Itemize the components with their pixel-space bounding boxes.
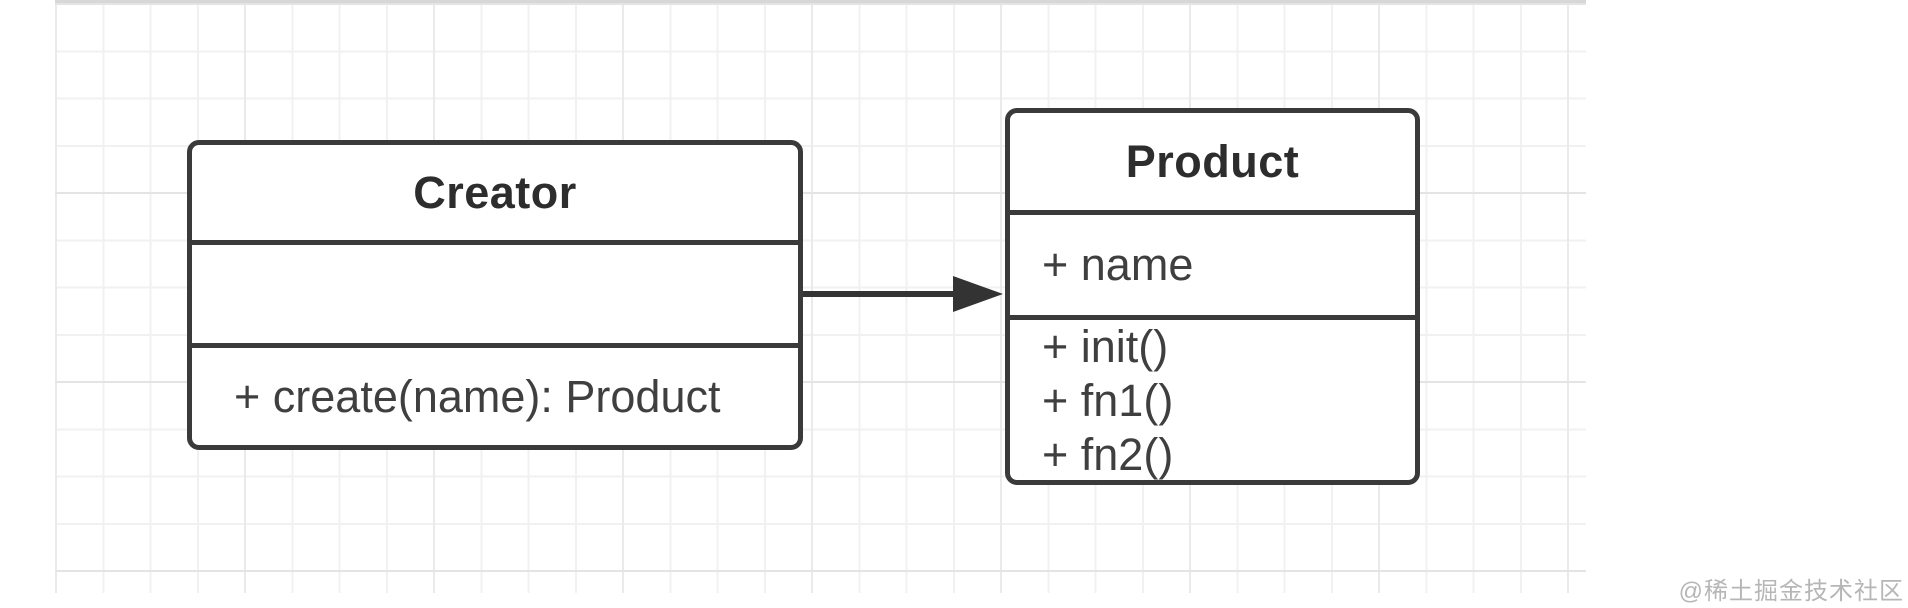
method-item: + create(name): Product	[234, 370, 721, 422]
method-item: + fn1()	[1042, 375, 1174, 426]
uml-class-product[interactable]: Product + name + init() + fn1() + fn2()	[1005, 108, 1420, 485]
class-title-product: Product	[1010, 113, 1415, 215]
class-methods-product: + init() + fn1() + fn2()	[1010, 320, 1415, 482]
association-arrow-line[interactable]	[803, 291, 959, 297]
class-attributes-creator-empty	[192, 245, 798, 348]
uml-class-creator[interactable]: Creator + create(name): Product	[187, 140, 803, 450]
class-attributes-product: + name	[1010, 215, 1415, 320]
association-arrow-head-icon	[953, 276, 1003, 312]
method-item: + fn2()	[1042, 429, 1174, 480]
method-item: + init()	[1042, 321, 1169, 372]
class-title-creator: Creator	[192, 145, 798, 245]
attribute-item: + name	[1042, 239, 1194, 290]
watermark-text: @稀土掘金技术社区	[1678, 578, 1904, 605]
class-methods-creator: + create(name): Product	[192, 348, 798, 445]
